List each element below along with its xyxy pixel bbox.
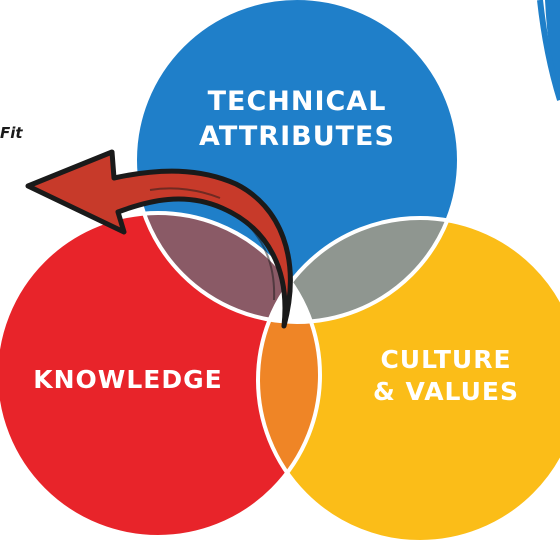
technical-label-line1: TECHNICAL xyxy=(208,86,387,117)
technical-knowledge-overlap xyxy=(135,213,320,322)
culture-label-line1: CULTURE xyxy=(380,345,511,374)
corner-logo-shape xyxy=(545,0,560,95)
technical-culture-overlap xyxy=(258,218,459,322)
knowledge-label: KNOWLEDGE xyxy=(33,365,222,394)
corner-logo-stroke xyxy=(537,0,560,101)
curved-arrow xyxy=(25,149,293,329)
fit-label: Fit xyxy=(0,124,23,142)
culture-label-line2: & VALUES xyxy=(373,377,519,406)
technical-label-line2: ATTRIBUTES xyxy=(199,121,395,152)
